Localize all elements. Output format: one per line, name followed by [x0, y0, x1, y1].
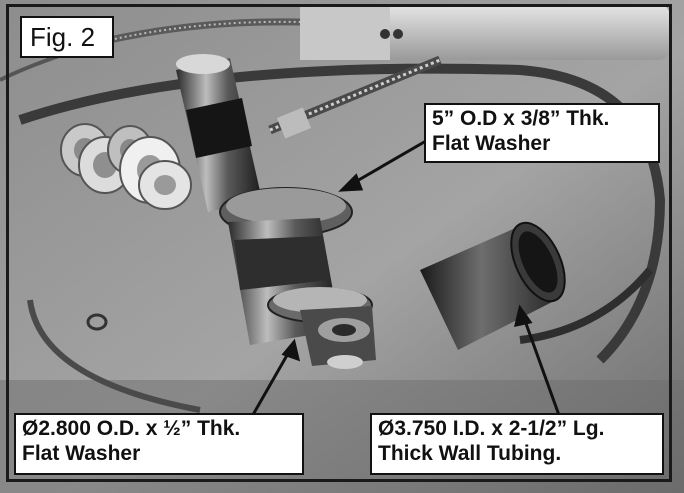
dark-curve-edge [18, 63, 666, 364]
figure-label-text: Fig. 2 [30, 22, 96, 52]
callout-line: Flat Washer [432, 131, 551, 155]
callout-thick-wall-tubing: Ø3.750 I.D. x 2-1/2” Lg. Thick Wall Tubi… [370, 413, 664, 475]
hydraulic-ram [300, 4, 670, 60]
callout-line: 5” O.D x 3/8” Thk. [432, 107, 610, 130]
callout-arrows [248, 132, 562, 421]
callout-line: Flat Washer [22, 441, 141, 465]
o-ring [86, 313, 108, 331]
callout-flat-washer-2800: Ø2.800 O.D. x ½” Thk. Flat Washer [14, 413, 304, 475]
figure-label: Fig. 2 [20, 16, 114, 58]
washer-stack [60, 123, 192, 210]
callout-line: Ø3.750 I.D. x 2-1/2” Lg. [378, 417, 605, 440]
thick-wall-tubing [420, 221, 566, 350]
press-assembly [176, 54, 376, 369]
hydraulic-hose [109, 18, 301, 44]
callout-line: Thick Wall Tubing. [378, 441, 562, 465]
callout-flat-washer-5in: 5” O.D x 3/8” Thk. Flat Washer [424, 103, 660, 163]
callout-line: Ø2.800 O.D. x ½” Thk. [22, 417, 241, 440]
